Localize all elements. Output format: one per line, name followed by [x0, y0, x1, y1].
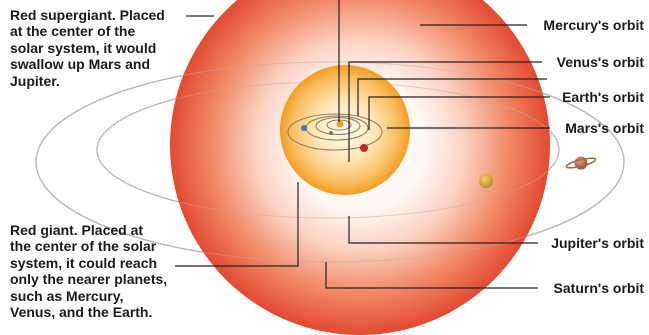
red-giant-sphere [280, 65, 410, 195]
jupiter-orbit-label: Jupiter's orbit [551, 235, 644, 251]
earth-orbit-label: Earth's orbit [562, 89, 644, 105]
jupiter-planet-icon [479, 174, 493, 188]
jupiter-leader-line [348, 216, 538, 244]
earth-planet-icon [301, 125, 307, 131]
venus-orbit-ring [315, 117, 361, 135]
mercury-planet-icon [329, 131, 333, 135]
saturn-leader-line [325, 262, 538, 289]
sun-icon [336, 120, 344, 128]
mars-orbit-ring [287, 113, 383, 151]
mars-planet-icon [360, 144, 368, 152]
red-supergiant-annotation: Red supergiant. Placed at the center of … [10, 7, 165, 89]
mars-orbit-label: Mars's orbit [565, 120, 644, 136]
earth-leader-line [357, 78, 547, 116]
mercury-orbit-label: Mercury's orbit [543, 17, 644, 33]
giant-leader-line [175, 182, 299, 267]
red-giant-annotation: Red giant. Placed at the center of the s… [10, 222, 168, 321]
mars-leader-line [368, 96, 550, 130]
venus-leader-line [348, 61, 542, 162]
saturn-planet-icon [565, 156, 597, 170]
saturn-orbit-label: Saturn's orbit [554, 280, 645, 296]
saturn-orbit-ring-inner [35, 61, 625, 263]
venus-orbit-label: Venus's orbit [557, 54, 645, 70]
